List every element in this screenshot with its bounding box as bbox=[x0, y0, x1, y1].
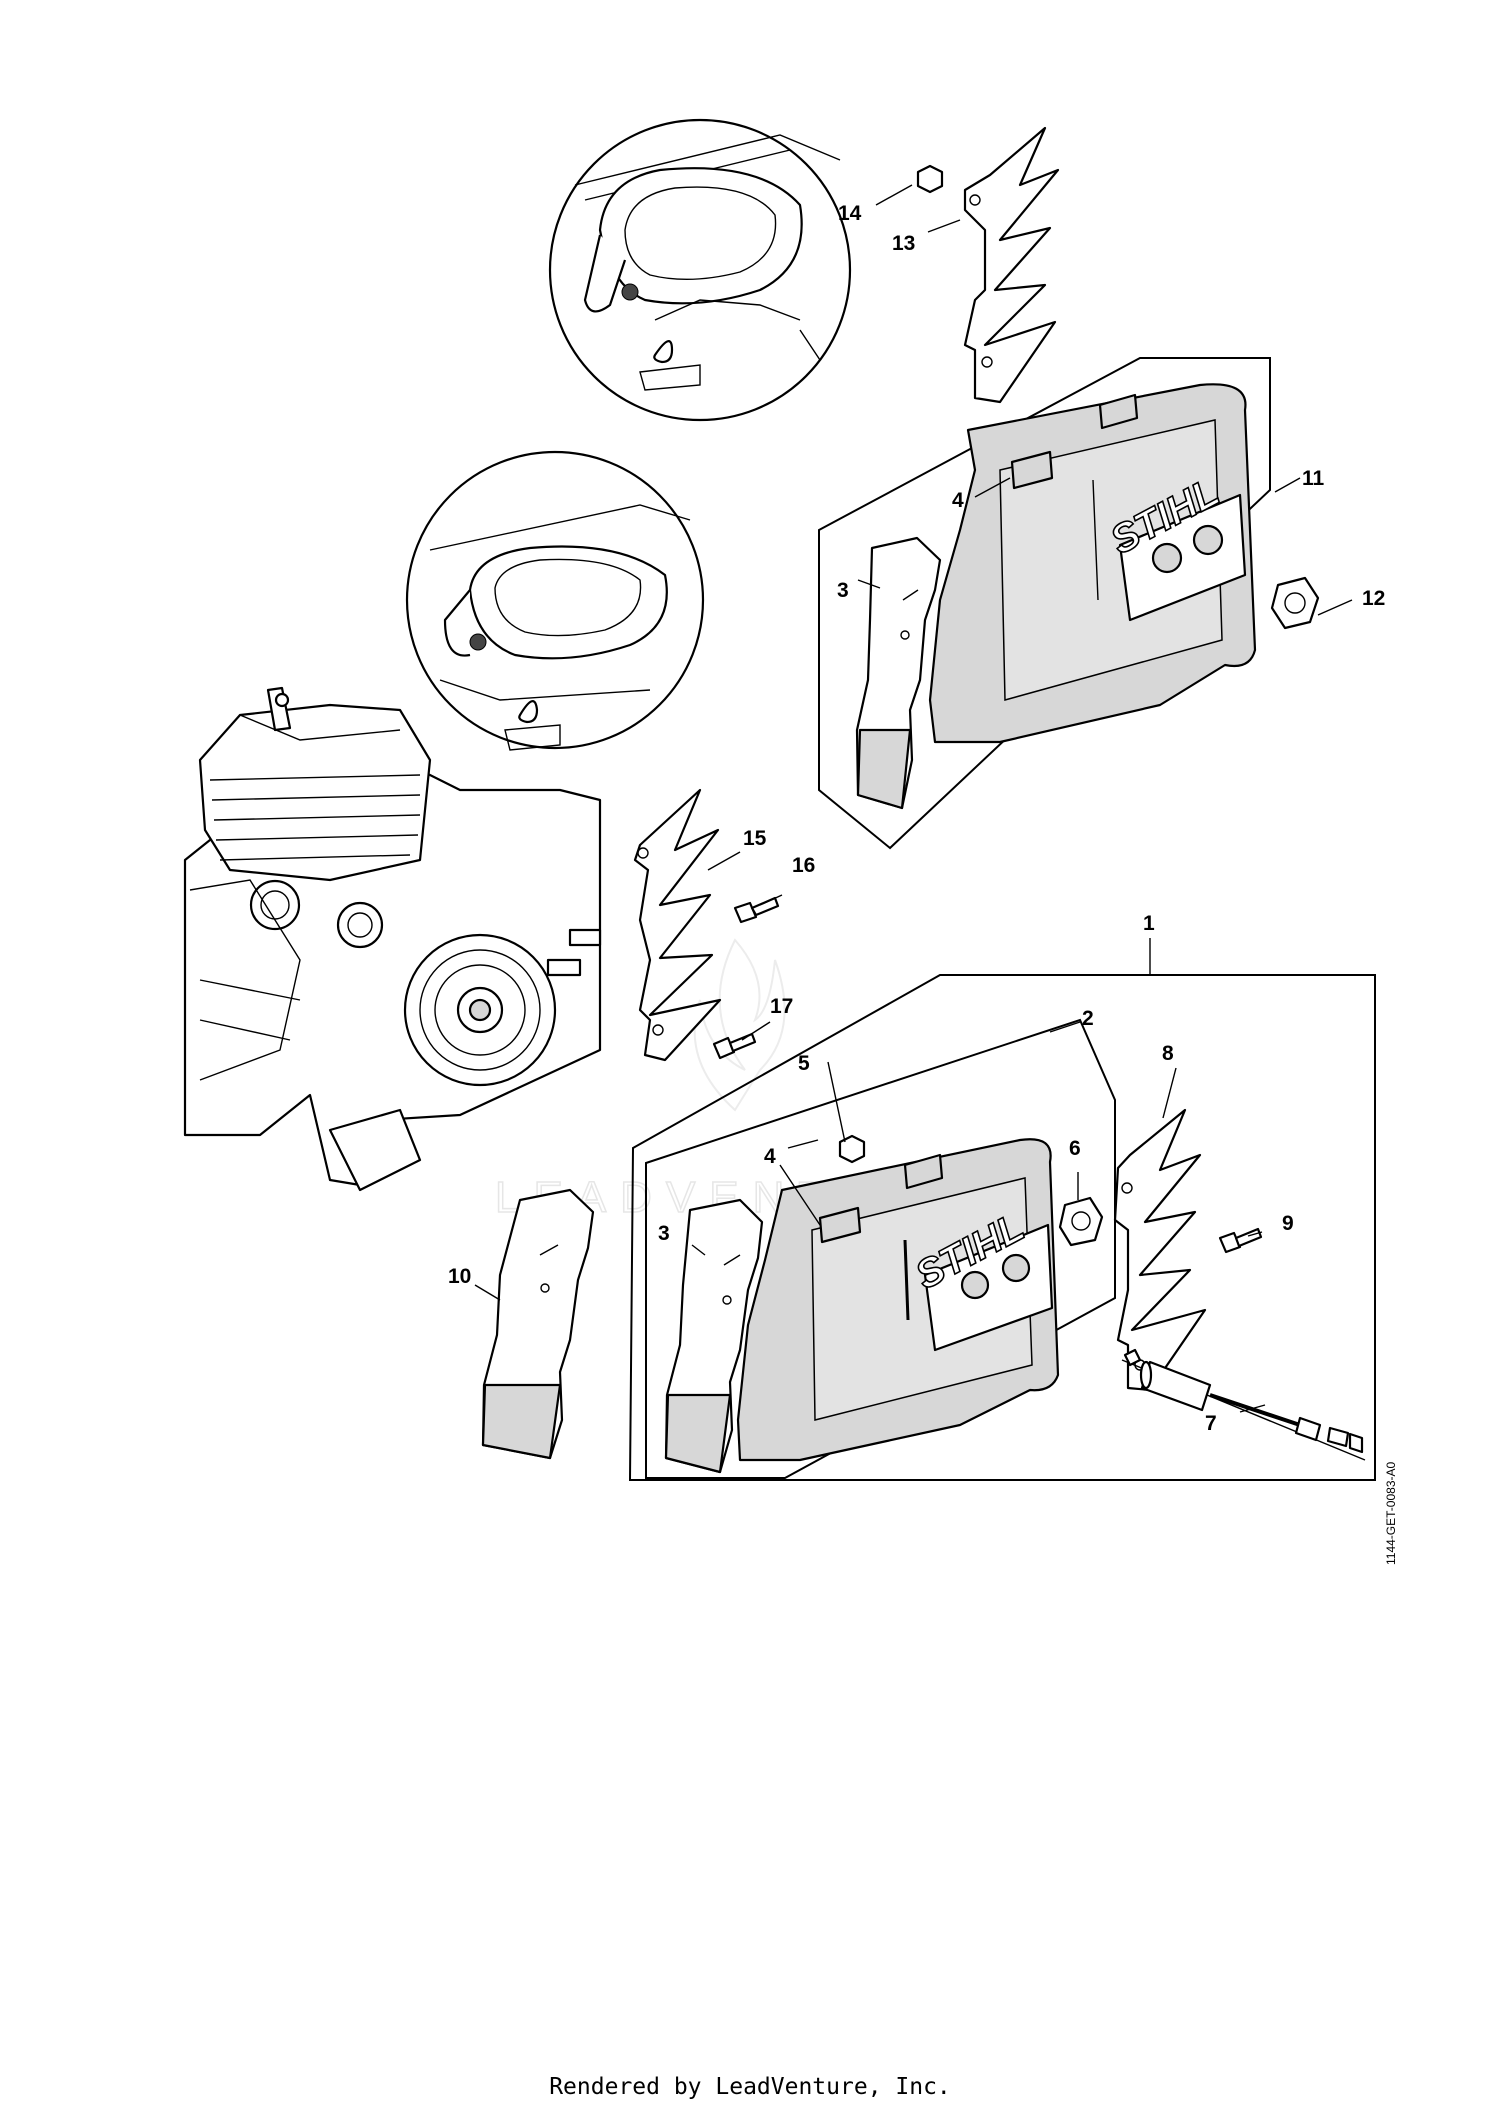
part-16-screw bbox=[733, 896, 780, 924]
callout-14: 14 bbox=[838, 202, 862, 225]
detail-circle-lower bbox=[405, 450, 705, 751]
callout-15: 15 bbox=[743, 827, 767, 850]
callout-3-lower: 3 bbox=[658, 1222, 670, 1245]
part-14-nut bbox=[916, 164, 944, 194]
callout-4-lower: 4 bbox=[764, 1145, 776, 1168]
callout-frame-1 bbox=[628, 974, 1376, 1481]
part-5-nut bbox=[838, 1134, 866, 1164]
detail-circle-upper bbox=[548, 118, 852, 422]
callout-frame-11 bbox=[818, 357, 1271, 850]
part-8-bumper-spike bbox=[1113, 1108, 1207, 1392]
part-10-chain-guard bbox=[481, 1188, 595, 1460]
part-13-bumper-spike bbox=[963, 126, 1060, 404]
part-7-chain-tensioner bbox=[1121, 1348, 1366, 1461]
leader-lines bbox=[474, 184, 1353, 1413]
callout-11: 11 bbox=[1302, 467, 1325, 490]
callout-2: 2 bbox=[1082, 1007, 1094, 1030]
callout-16: 16 bbox=[792, 854, 815, 877]
part-9-screw bbox=[1218, 1227, 1263, 1254]
callout-4-upper: 4 bbox=[952, 489, 964, 512]
part-6-collar-nut bbox=[1058, 1196, 1104, 1247]
part-12-collar-nut bbox=[1270, 576, 1320, 630]
callout-17: 17 bbox=[770, 995, 793, 1018]
callout-12: 12 bbox=[1362, 587, 1385, 610]
callout-9: 9 bbox=[1282, 1212, 1294, 1235]
part-3-chain-guard-lower bbox=[664, 1198, 764, 1474]
part-3-chain-guard-upper bbox=[855, 536, 942, 810]
callout-6: 6 bbox=[1069, 1137, 1081, 1160]
drawing-code: 1144-GET-0083-A0 bbox=[1384, 1462, 1398, 1565]
callout-8: 8 bbox=[1162, 1042, 1174, 1065]
part-17-screw bbox=[712, 1032, 757, 1060]
callout-1: 1 bbox=[1143, 912, 1155, 935]
footer-credit: Rendered by LeadVenture, Inc. bbox=[549, 2074, 951, 2100]
saw-powerhead bbox=[183, 686, 602, 1192]
callout-7: 7 bbox=[1205, 1412, 1217, 1435]
callout-13: 13 bbox=[892, 232, 915, 255]
callout-10: 10 bbox=[448, 1265, 471, 1288]
callout-5: 5 bbox=[798, 1052, 810, 1075]
callout-3-upper: 3 bbox=[837, 579, 849, 602]
part-2-sprocket-cover: STIHL bbox=[736, 1138, 1060, 1462]
callout-frame-2 bbox=[645, 1018, 1116, 1479]
part-11-sprocket-cover: STIHL bbox=[928, 383, 1257, 744]
callout-labels: 14 13 11 12 4 3 15 16 17 1 2 8 5 6 4 9 3… bbox=[448, 202, 1385, 1435]
part-15-bumper-spike bbox=[633, 788, 722, 1062]
